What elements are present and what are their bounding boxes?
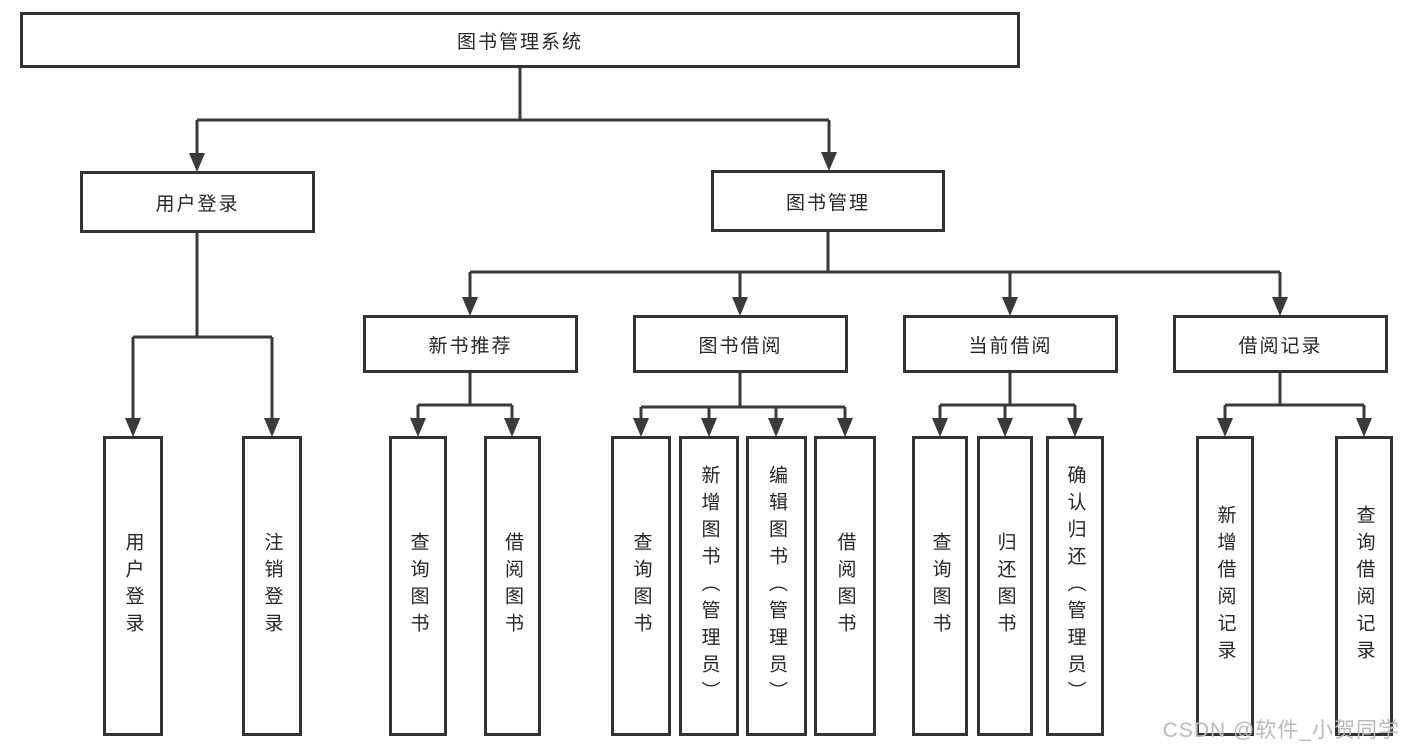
node-leaf-logout: 注销登录 bbox=[242, 436, 302, 736]
connector-current-borrow-to-leaves bbox=[932, 373, 1083, 437]
node-borrow-records: 借阅记录 bbox=[1173, 315, 1388, 373]
arrowhead bbox=[997, 418, 1013, 437]
node-root-library-system: 图书管理系统 bbox=[20, 12, 1020, 68]
node-new-book-rec: 新书推荐 bbox=[363, 315, 578, 373]
csdn-watermark: CSDN @软件_小贺同学 bbox=[1162, 719, 1400, 742]
arrowhead bbox=[768, 418, 784, 437]
connector-book-mgmt-to-level2 bbox=[462, 232, 1288, 316]
node-leaf-user-login: 用户登录 bbox=[103, 436, 163, 736]
node-current-borrow: 当前借阅 bbox=[903, 315, 1118, 373]
node-leaf-query-books-current: 查询图书 bbox=[912, 436, 968, 736]
node-leaf-add-borrow-record: 新增借阅记录 bbox=[1196, 436, 1254, 736]
connector-root-to-level1 bbox=[189, 68, 837, 172]
connector-book-borrow-to-leaves bbox=[633, 373, 853, 437]
arrowhead bbox=[837, 418, 853, 437]
arrowhead bbox=[462, 297, 478, 316]
node-leaf-query-borrow-record: 查询借阅记录 bbox=[1335, 436, 1393, 736]
arrowhead bbox=[125, 418, 141, 437]
node-leaf-edit-book-admin: 编辑图书（管理员） bbox=[746, 436, 807, 736]
arrowhead bbox=[1067, 418, 1083, 437]
arrowhead bbox=[264, 418, 280, 437]
node-leaf-query-books-rec: 查询图书 bbox=[389, 436, 447, 736]
node-book-borrow: 图书借阅 bbox=[633, 315, 848, 373]
node-leaf-borrow-books-rec: 借阅图书 bbox=[484, 436, 541, 736]
arrowhead bbox=[189, 153, 205, 172]
node-user-login: 用户登录 bbox=[80, 171, 315, 233]
arrowhead bbox=[1272, 297, 1288, 316]
arrowhead bbox=[1002, 297, 1018, 316]
node-leaf-confirm-return-admin: 确认归还（管理员） bbox=[1046, 436, 1104, 736]
node-book-mgmt: 图书管理 bbox=[711, 170, 945, 232]
arrowhead bbox=[701, 418, 717, 437]
arrowhead bbox=[732, 297, 748, 316]
arrowhead bbox=[504, 418, 520, 437]
arrowhead bbox=[633, 418, 649, 437]
arrowhead bbox=[1356, 418, 1372, 437]
connector-borrow-records-to-leaves bbox=[1217, 373, 1372, 437]
node-leaf-borrow-books: 借阅图书 bbox=[814, 436, 876, 736]
arrowhead bbox=[1217, 418, 1233, 437]
node-leaf-add-book-admin: 新增图书（管理员） bbox=[679, 436, 739, 736]
connector-new-book-rec-to-leaves bbox=[410, 373, 520, 437]
arrowhead bbox=[932, 418, 948, 437]
arrowhead bbox=[410, 418, 426, 437]
node-leaf-query-books-borrow: 查询图书 bbox=[611, 436, 671, 736]
node-leaf-return-books: 归还图书 bbox=[977, 436, 1033, 736]
connector-user-login-to-leaves bbox=[125, 233, 280, 437]
arrowhead bbox=[821, 152, 837, 171]
